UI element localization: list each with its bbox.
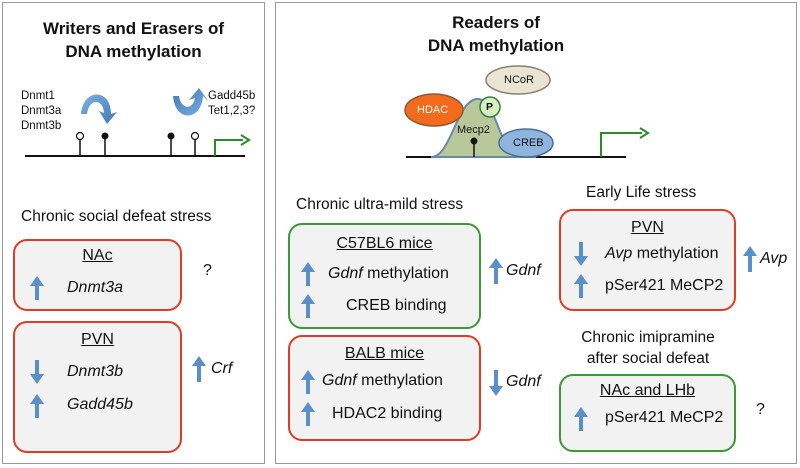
tss-arrow-icon <box>214 139 243 156</box>
methylation-text: methylation <box>362 265 449 282</box>
c57-box: C57BL6 mice Gdnf methylation CREB bindin… <box>288 223 481 329</box>
els-avp-methylation: Avp methylation <box>605 245 719 263</box>
right-title-line1: Readers of <box>452 13 540 32</box>
imipramine-box: NAc and LHb pSer421 MeCP2 <box>559 374 736 452</box>
eraser-tet: Tet1,2,3? <box>208 105 256 117</box>
pvn-box: PVN Dnmt3b Gadd45b <box>13 321 182 453</box>
down-arrow-icon <box>30 360 44 384</box>
tss-arrow-icon <box>600 132 642 157</box>
cpg-site-unmethylated <box>190 131 200 156</box>
cpg-site-unmethylated <box>75 131 85 156</box>
left-title-line2: DNA methylation <box>65 42 202 61</box>
down-arrow-icon <box>574 242 588 266</box>
els-box-head: PVN <box>631 219 664 236</box>
c57-creb-binding: CREB binding <box>346 297 447 314</box>
c57-gdnf-methylation: Gdnf methylation <box>328 265 449 283</box>
gene-gdnf: Gdnf <box>328 265 363 282</box>
creb-shape <box>498 128 554 158</box>
up-arrow-icon <box>301 402 315 426</box>
ncor-shape <box>485 65 551 95</box>
hdac-label: HDAC <box>417 104 449 116</box>
right-panel-title: Readers of DNA methylation <box>356 11 636 57</box>
crf-label: Crf <box>211 360 233 377</box>
pvn-box-head: PVN <box>81 331 114 348</box>
writers-erasers-panel: Writers and Erasers of DNA methylation D… <box>2 2 265 464</box>
imipramine-title-line2: after social defeat <box>586 350 710 367</box>
phospho-p-shape <box>479 96 501 118</box>
up-arrow-icon <box>301 370 315 394</box>
erasers-list: Gadd45b Tet1,2,3? <box>208 89 255 119</box>
writers-list: Dnmt1 Dnmt3a Dnmt3b <box>21 89 61 134</box>
up-arrow-icon <box>574 274 588 298</box>
up-arrow-icon <box>30 394 44 418</box>
pvn-dnmt3b: Dnmt3b <box>67 363 124 380</box>
up-arrow-icon <box>574 407 588 431</box>
writer-dnmt1: Dnmt1 <box>21 90 55 102</box>
up-arrow-icon <box>489 258 503 284</box>
avp-side: Avp <box>760 250 788 267</box>
pvn-gadd45b: Gadd45b <box>67 396 133 413</box>
els-pvn-box: PVN Avp methylation pSer421 MeCP2 <box>559 209 736 311</box>
balb-gdnf-side: Gdnf <box>506 373 541 390</box>
nac-dnmt3a: Dnmt3a <box>67 279 124 296</box>
up-arrow-icon <box>301 294 315 318</box>
balb-box-head: BALB mice <box>344 345 425 362</box>
writer-dnmt3a: Dnmt3a <box>21 105 62 117</box>
up-arrow-icon <box>192 356 206 382</box>
imipramine-question-mark: ? <box>756 401 765 418</box>
dna-methylation-schematic <box>25 88 251 157</box>
up-arrow-icon <box>301 262 315 286</box>
imipramine-title-line1: Chronic imipramine <box>581 329 715 346</box>
c57-box-head: C57BL6 mice <box>336 235 433 252</box>
mecp2-label: Mecp2 <box>457 124 491 136</box>
readers-panel: Readers of DNA methylation HDAC NCoR P M… <box>275 2 797 464</box>
balb-box: BALB mice Gdnf methylation HDAC2 binding <box>288 335 481 441</box>
cums-title: Chronic ultra-mild stress <box>296 196 464 213</box>
nac-question-mark: ? <box>203 262 212 279</box>
mecp2-complex-schematic <box>404 65 650 158</box>
methylation-text: methylation <box>632 245 719 262</box>
gene-avp: Avp <box>605 245 633 262</box>
writer-curved-arrow <box>81 94 117 124</box>
writer-dnmt3b: Dnmt3b <box>21 120 62 132</box>
up-arrow-icon <box>743 246 757 272</box>
methylation-text: methylation <box>356 372 443 389</box>
up-arrow-icon <box>30 276 44 300</box>
cpg-site-methylated <box>167 132 175 156</box>
gene-gdnf: Gdnf <box>322 372 357 389</box>
social-defeat-title: Chronic social defeat stress <box>21 208 212 225</box>
p-label: P <box>486 101 494 113</box>
right-title-line2: DNA methylation <box>427 36 565 55</box>
left-panel-title: Writers and Erasers of DNA methylation <box>3 17 264 63</box>
creb-label: CREB <box>513 137 544 149</box>
balb-hdac2-binding: HDAC2 binding <box>332 405 443 422</box>
down-arrow-icon <box>489 370 503 396</box>
hdac-shape <box>404 93 464 127</box>
imipramine-pser421: pSer421 MeCP2 <box>605 409 724 426</box>
left-title-line1: Writers and Erasers of <box>42 19 225 38</box>
eraser-curved-arrow <box>173 88 209 116</box>
imipramine-box-head: NAc and LHb <box>599 382 696 399</box>
eraser-gadd45b: Gadd45b <box>208 90 256 102</box>
ncor-label: NCoR <box>504 74 534 86</box>
nac-box-head: NAc <box>82 247 113 264</box>
cpg-site-methylated <box>101 132 109 156</box>
els-pser421: pSer421 MeCP2 <box>605 277 724 294</box>
imipramine-title: Chronic imipramine after social defeat <box>559 327 737 369</box>
els-title: Early Life stress <box>586 184 697 201</box>
c57-gdnf-side: Gdnf <box>506 262 541 279</box>
nac-box: NAc Dnmt3a <box>13 239 182 311</box>
methylated-cpg <box>470 137 478 145</box>
balb-gdnf-methylation: Gdnf methylation <box>322 372 443 390</box>
